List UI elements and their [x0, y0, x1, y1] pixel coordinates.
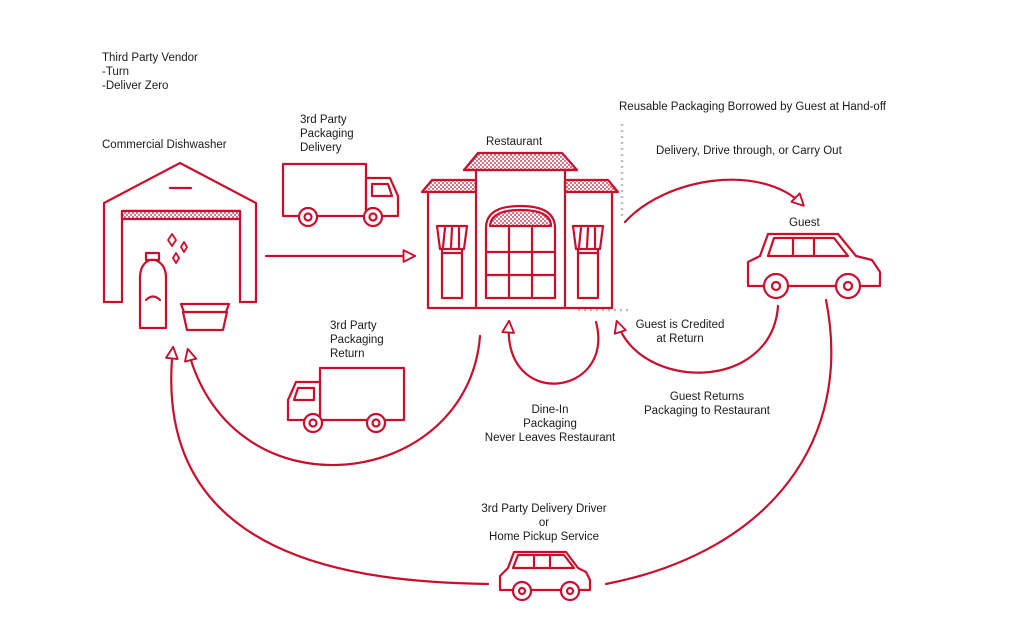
- label-line: Guest Returns: [669, 391, 745, 403]
- label-line: at Return: [656, 333, 704, 345]
- label-line: 3rd Party Delivery Driver: [481, 503, 607, 515]
- guest-car-icon: [746, 232, 882, 300]
- guest-credited-label: Guest is Credited at Return: [632, 318, 728, 346]
- vendor-title: Third Party Vendor: [102, 52, 198, 64]
- guest-returns-label: Guest Returns Packaging to Restaurant: [636, 390, 778, 418]
- return-truck-icon: [286, 366, 406, 434]
- driver-to-dishwasher-arrow: [165, 345, 490, 586]
- guest-label: Guest: [789, 217, 820, 229]
- delivery-truck-icon: [281, 162, 400, 228]
- label-line: Packaging: [300, 128, 354, 140]
- driver-car-icon: [498, 550, 592, 602]
- label-line: Packaging: [330, 334, 384, 346]
- borrowed-label: Reusable Packaging Borrowed by Guest at …: [619, 101, 886, 113]
- detergent-bottle-icon: [138, 251, 168, 330]
- vendor-item: -Turn: [102, 66, 130, 78]
- restaurant-label: Restaurant: [486, 136, 543, 148]
- vendor-block: Third Party Vendor -Turn -Deliver Zero: [102, 51, 198, 93]
- restaurant-icon: [420, 151, 620, 310]
- dine-in-label: Dine-In Packaging Never Leaves Restauran…: [478, 403, 622, 445]
- sparkle-icon: [167, 233, 188, 264]
- label-line: Packaging to Restaurant: [644, 405, 770, 417]
- restaurant-to-dishwasher-arrow: [184, 334, 482, 467]
- packaging-return-label: 3rd Party Packaging Return: [330, 319, 384, 361]
- label-line: 3rd Party: [330, 320, 377, 332]
- guest-to-driver-arrow: [604, 298, 833, 586]
- label-line: Delivery: [300, 142, 342, 154]
- dishwasher-label: Commercial Dishwasher: [102, 139, 227, 151]
- delivery-modes-label: Delivery, Drive through, or Carry Out: [656, 145, 842, 157]
- driver-label: 3rd Party Delivery Driver or Home Pickup…: [466, 502, 622, 544]
- packaging-delivery-label: 3rd Party Packaging Delivery: [300, 113, 354, 155]
- guest-return-arrow: [613, 304, 780, 374]
- container-icon: [179, 302, 231, 332]
- label-line: Dine-In: [531, 404, 569, 416]
- label-line: Guest is Credited: [635, 319, 725, 331]
- label-line: 3rd Party: [300, 114, 347, 126]
- label-line: or: [538, 517, 550, 529]
- warehouse-icon: [102, 161, 258, 304]
- restaurant-to-guest-arrow: [623, 178, 805, 224]
- dine-in-loop-arrow: [501, 319, 600, 385]
- label-line: Home Pickup Service: [489, 531, 599, 543]
- label-line: Packaging: [523, 418, 577, 430]
- label-line: Never Leaves Restaurant: [484, 432, 616, 444]
- vendor-item: -Deliver Zero: [102, 80, 169, 92]
- label-line: Return: [330, 348, 365, 360]
